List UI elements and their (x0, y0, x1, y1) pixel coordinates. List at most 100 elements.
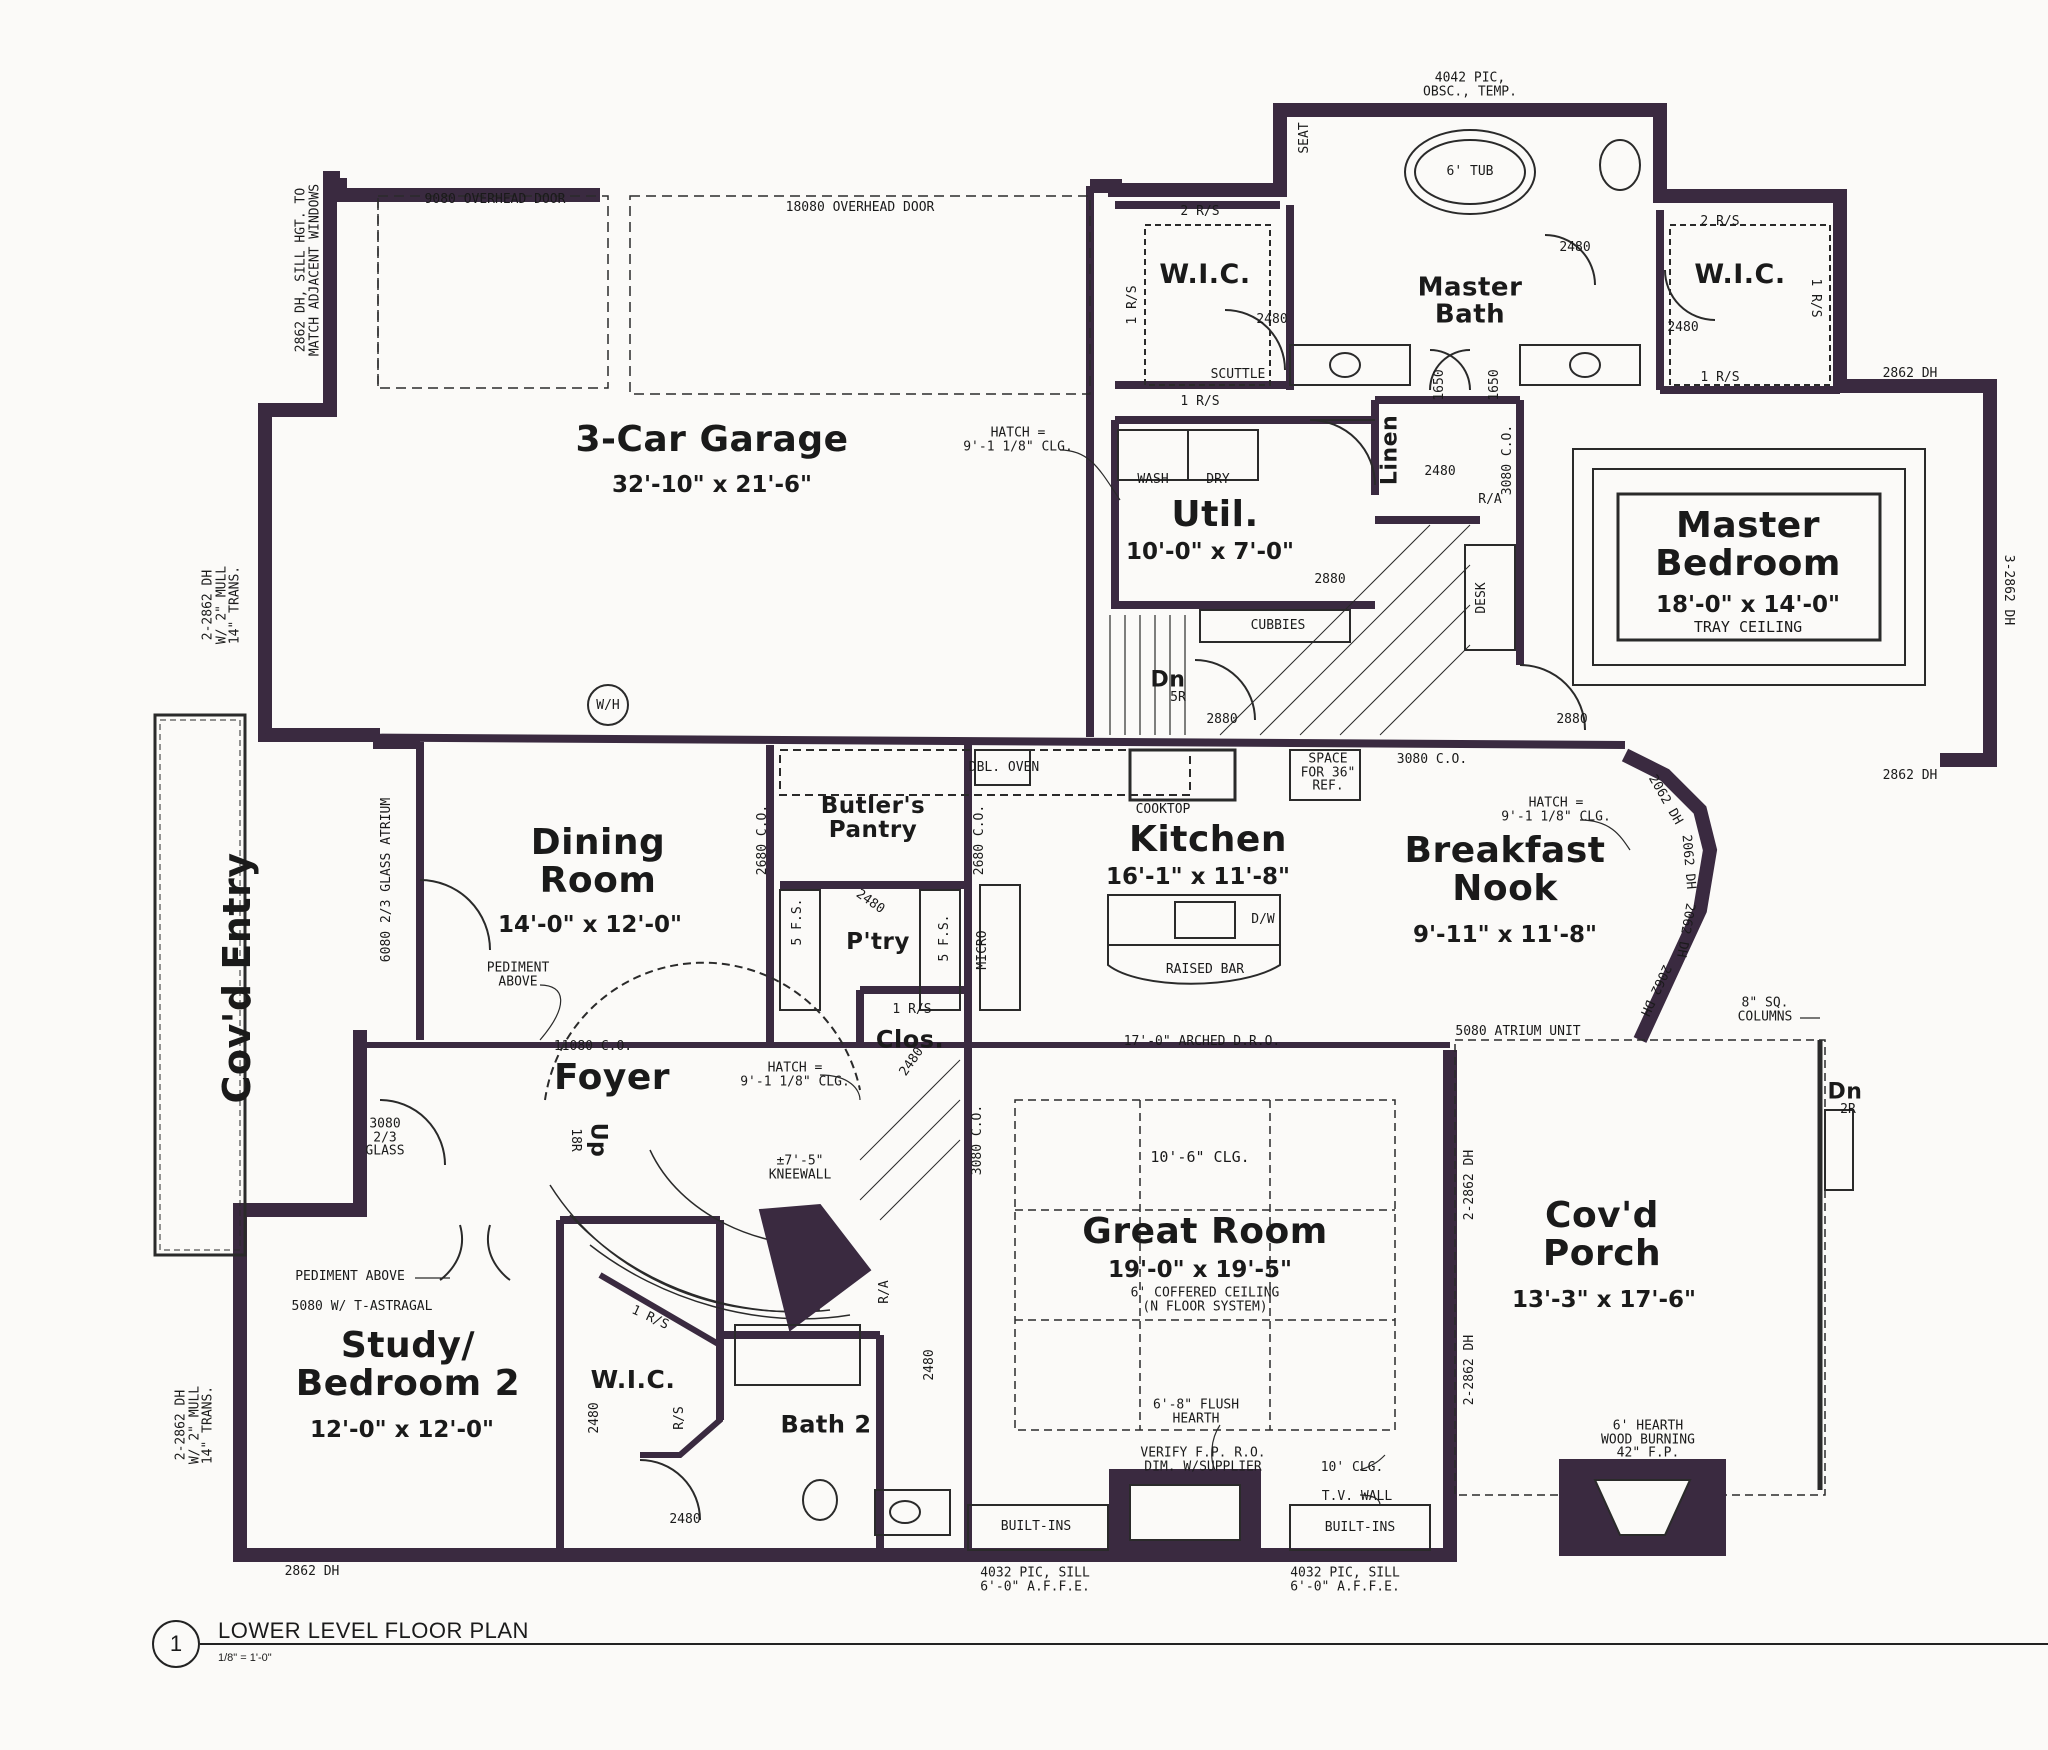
plan-title: LOWER LEVEL FLOOR PLAN (218, 1618, 529, 1643)
double-oven-label: DBL. OVEN (969, 761, 1039, 775)
porch-dims: 13'-3" x 17'-6" (1511, 1286, 1697, 1313)
note-line: OBSC., TEMP. (1423, 84, 1517, 99)
title-line: Pantry (828, 817, 918, 843)
garage-hatch-note: HATCH =9'-1 1/8" CLG. (963, 426, 1073, 453)
title-line: Dining (530, 822, 666, 864)
stair-up-risers: 18R (567, 1128, 583, 1152)
builtins-right: BUILT-INS (1324, 1520, 1396, 1536)
title-line: Master (1417, 272, 1523, 303)
note-line: HATCH = (767, 1060, 823, 1076)
note-line: 9'-1 1/8" CLG. (963, 439, 1073, 454)
note-line: 6' HEARTH (1612, 1418, 1684, 1434)
note-line: PEDIMENT (486, 960, 550, 976)
note-line: 42" F.P. (1616, 1445, 1680, 1461)
title-line: Breakfast (1404, 830, 1606, 872)
covered-entry-title: Cov'd Entry (215, 852, 260, 1104)
wic-right-rod-bottom: 1 R/S (1700, 370, 1740, 386)
foyer-co-door: 3080 C.O. (970, 1104, 986, 1176)
note-line: HATCH = (1528, 795, 1584, 811)
title-line: Bedroom (1655, 543, 1841, 584)
cubbies-label: CUBBIES (1250, 618, 1306, 634)
title-line: Cov'd (1545, 1195, 1659, 1237)
wic-left-rod-side: 1 R/S (1125, 285, 1141, 325)
garage-door-note-9080: 9080 OVERHEAD DOOR (424, 192, 566, 208)
great-room-window-lower: 2-2862 DH (1462, 1334, 1478, 1406)
butler-co-left: 2680 C.O. (755, 804, 771, 876)
study-wic-rod-side: R/S (672, 1406, 688, 1430)
note-line: 6'-0" A.F.F.E. (980, 1579, 1090, 1594)
study-dims: 12'-0" x 12'-0" (309, 1416, 495, 1443)
title-line: Butler's (820, 792, 926, 819)
cooktop-label: COOKTOP (1135, 802, 1191, 818)
util-dims: 10'-0" x 7'-0" (1125, 538, 1295, 565)
note-line: HEARTH (1172, 1411, 1220, 1426)
foyer-title: Foyer (553, 1057, 671, 1099)
closet-rod: 1 R/S (892, 1002, 932, 1018)
raised-bar-label: RAISED BAR (1165, 962, 1245, 978)
note-line: ABOVE (498, 974, 538, 989)
dishwasher-label: D/W (1251, 912, 1275, 928)
note-line: 42" WOOD (1163, 1487, 1227, 1503)
tv-wall-label: T.V. WALL (1321, 1489, 1393, 1505)
builtins-left: BUILT-INS (1000, 1519, 1072, 1535)
linen-door: 2480 (1424, 464, 1456, 480)
note-line: HATCH = (990, 425, 1046, 441)
master-window-top: 2862 DH (1882, 366, 1938, 382)
note-line: (N FLOOR SYSTEM) (1142, 1299, 1268, 1314)
great-room-window-upper: 2-2862 DH (1462, 1149, 1478, 1221)
washer-label: WASH (1137, 472, 1169, 488)
dining-co-opening: 11080 C.O. (553, 1039, 633, 1055)
note-line: BURNING F.P. (1148, 1501, 1242, 1516)
plan-scale: 1/8" = 1'-0" (218, 1652, 272, 1664)
butler-co-right: 2680 C.O. (972, 804, 988, 876)
study-door-note: 5080 W/ T-ASTRAGAL (291, 1299, 433, 1315)
verify-fp-note: VERIFY F.P. R.O.DIM. W/SUPPLIER (1140, 1446, 1265, 1473)
great-room-title: Great Room (1082, 1211, 1328, 1253)
porch-step-down-label: Dn (1827, 1079, 1863, 1105)
title-line: Master (1676, 505, 1820, 547)
note-line: ±7'-5" (776, 1153, 824, 1169)
bath2-side-door: 2480 (922, 1349, 938, 1381)
dryer-label: DRY (1206, 472, 1230, 488)
note-line: 9'-1 1/8" CLG. (1501, 809, 1611, 824)
plan-number: 1 (152, 1620, 200, 1668)
water-heater-label: W/H (596, 698, 620, 714)
title-line: Room (539, 860, 657, 901)
hall-door: 2880 (1206, 712, 1238, 728)
kitchen-title: Kitchen (1129, 819, 1287, 861)
great-room-coffered-note: 6' COFFERED CEILING(N FLOOR SYSTEM) (1131, 1286, 1280, 1313)
bath2-title: Bath 2 (780, 1410, 872, 1439)
note-line: VERIFY F.P. R.O. (1140, 1445, 1266, 1461)
stair-down-label: Dn (1150, 667, 1186, 693)
note-line: 14" TRANS. (227, 565, 243, 645)
master-window-side: 3-2862 DH (2000, 554, 2016, 626)
note-line: 2/3 (373, 1130, 397, 1146)
master-bedroom-ceiling: TRAY CEILING (1693, 618, 1803, 637)
great-room-10-ceiling: 10' CLG. (1320, 1460, 1384, 1476)
note-line: REF. (1312, 778, 1344, 794)
wic-right-rod-side: 1 R/S (1807, 278, 1823, 318)
note-line: 6' COFFERED CEILING (1130, 1285, 1280, 1301)
master-bedroom-door: 2880 (1556, 712, 1588, 728)
nook-atrium-unit: 5080 ATRIUM UNIT (1455, 1024, 1581, 1040)
note-line: 4042 PIC, (1434, 70, 1506, 86)
wic-left-rod-bottom: 1 R/S (1180, 394, 1220, 410)
nook-hatch-note: HATCH =9'-1 1/8" CLG. (1501, 796, 1611, 823)
pantry-title: P'try (846, 928, 910, 955)
nook-dims: 9'-11" x 11'-8" (1412, 921, 1598, 948)
title-rule (200, 1643, 2048, 1645)
wic-left-rod-top: 2 R/S (1180, 204, 1220, 220)
return-air-2: R/A (877, 1280, 893, 1304)
util-door: 2880 (1314, 572, 1346, 588)
door-1650-b: 1650 (1487, 369, 1503, 401)
pantry-shelf-left: 5 F.S. (790, 898, 806, 946)
master-window-bottom: 2862 DH (1882, 768, 1938, 784)
